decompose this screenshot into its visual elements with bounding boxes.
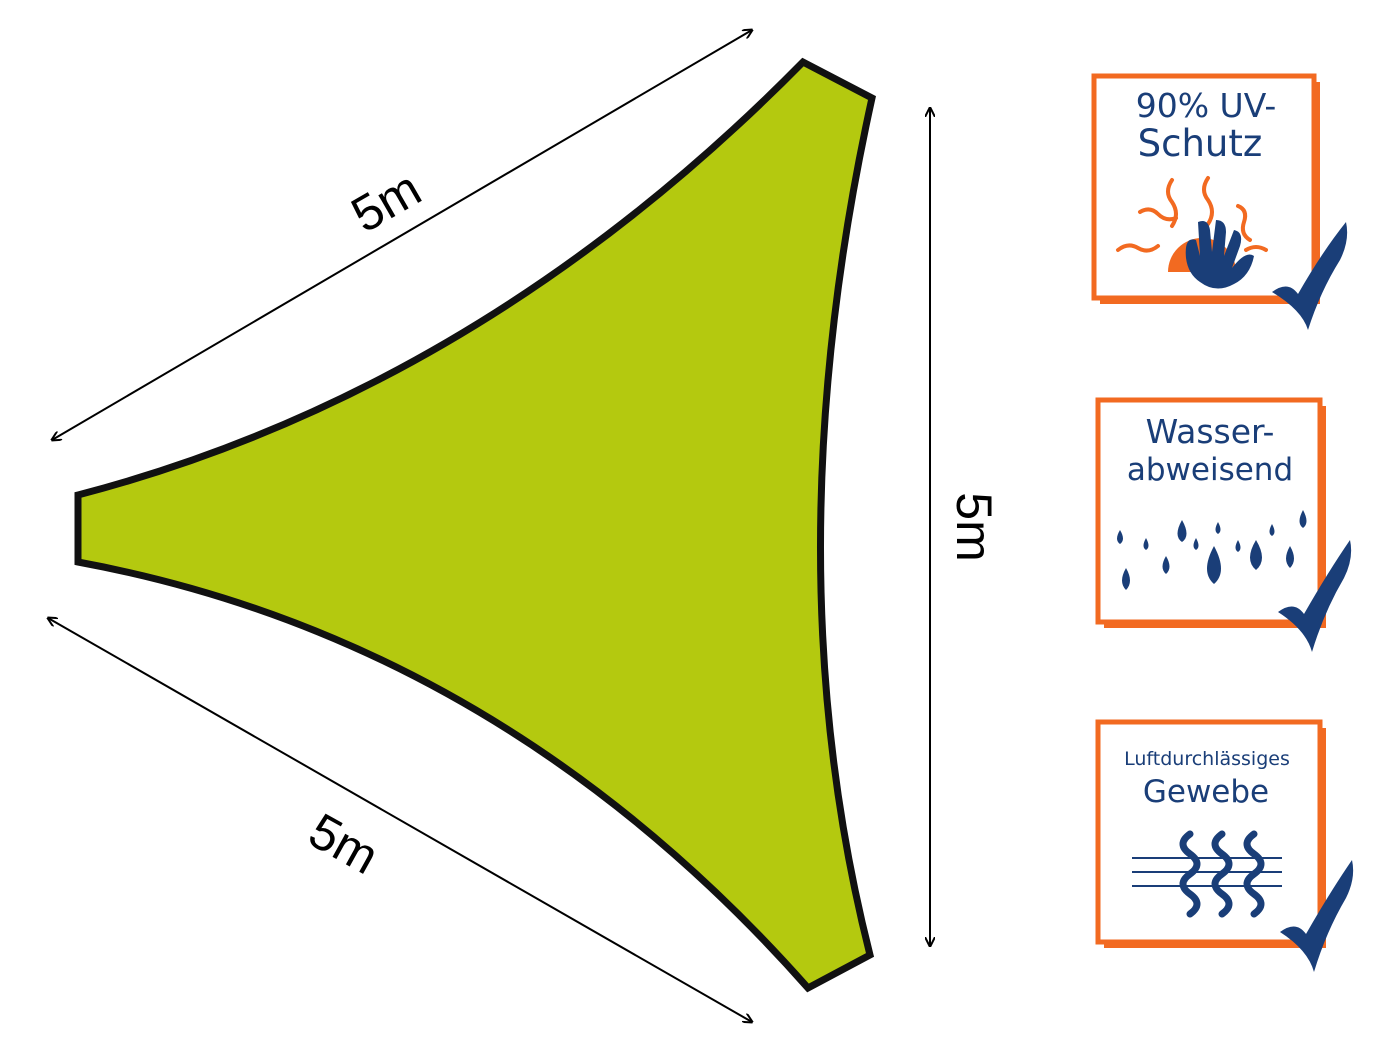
dimension-arrow-top xyxy=(52,30,752,440)
dimension-label-bottom: 5m xyxy=(300,802,388,885)
woven-fabric-icon xyxy=(1132,830,1282,918)
check-icon xyxy=(1272,222,1348,330)
badge-water-repellent: Wasser- abweisend xyxy=(1095,397,1352,652)
check-icon xyxy=(1278,540,1352,652)
dimension-label-right: 5m xyxy=(946,492,1002,561)
badge-water-title-line2: abweisend xyxy=(1127,452,1293,488)
dimension-arrow-bottom xyxy=(48,618,752,1022)
badge-fabric-title-line1: Luftdurchlässiges xyxy=(1124,748,1290,770)
dimension-label-top: 5m xyxy=(342,160,430,243)
badge-uv-protection: 90% UV- Schutz xyxy=(1091,73,1348,330)
badge-breathable-fabric: Luftdurchlässiges Gewebe xyxy=(1095,719,1354,972)
badge-water-title-line1: Wasser- xyxy=(1146,412,1275,451)
sun-hand-icon xyxy=(1116,176,1268,289)
check-icon xyxy=(1280,860,1354,972)
water-drops-icon xyxy=(1117,510,1307,590)
badge-uv-title-line2: Schutz xyxy=(1138,122,1263,165)
badge-uv-title-line1: 90% UV- xyxy=(1136,86,1277,125)
sail-triangle-shape xyxy=(74,57,876,993)
badge-fabric-title-line2: Gewebe xyxy=(1143,774,1269,810)
